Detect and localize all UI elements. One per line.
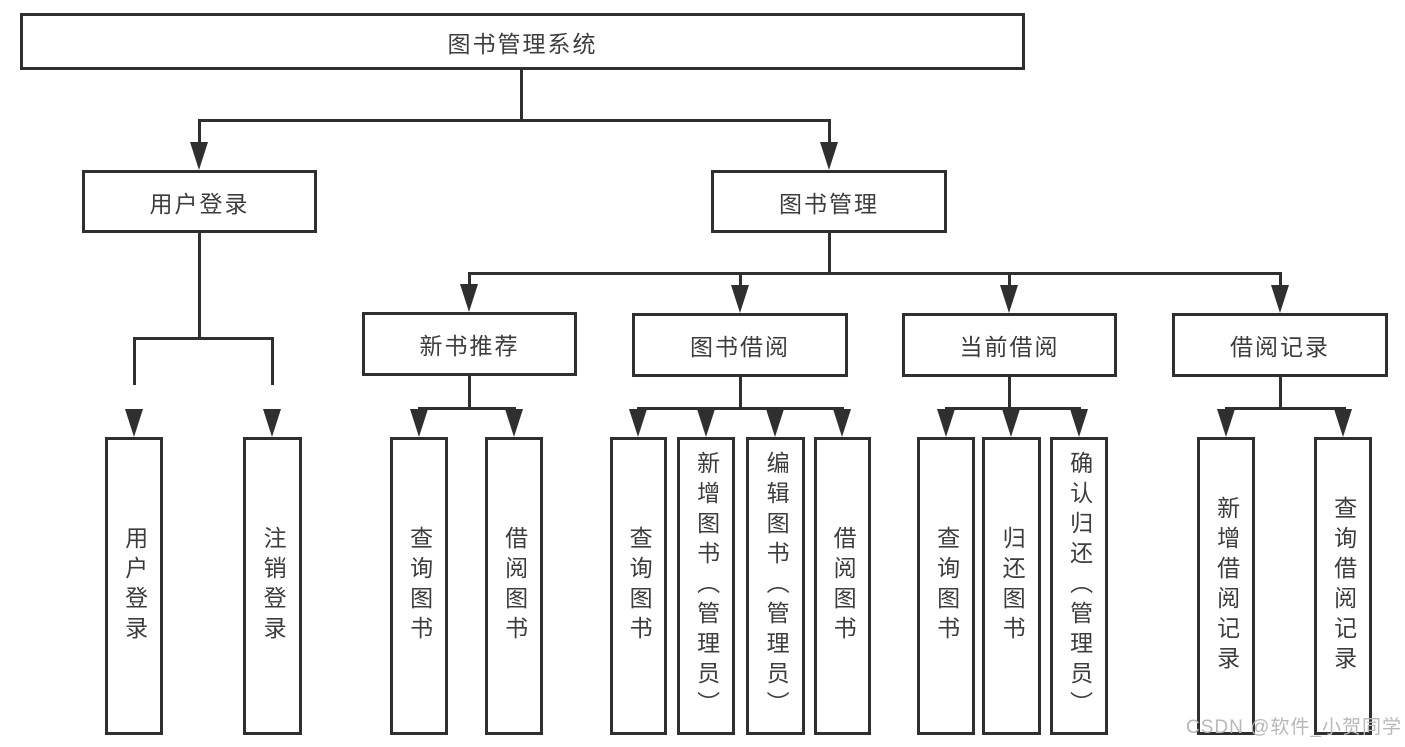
arrow-down-icon [190,142,208,170]
node-library-management-system-label: 图书管理系统 [447,30,598,57]
connector-level2-bar [198,119,831,122]
arrow-down-icon [833,409,851,437]
leaf-query-books-borrowing-label: 查询图书 [626,526,653,646]
leaf-confirm-return-admin: 确认归还（管理员） [1050,437,1108,735]
node-borrowing-records-label: 借阅记录 [1230,334,1330,360]
connector-drop-leaf [271,337,274,385]
leaf-add-borrow-record: 新增借阅记录 [1197,437,1255,735]
leaf-add-books-admin-label: 新增图书（管理员） [693,451,720,721]
arrow-down-icon [629,409,647,437]
leaf-user-login-label: 用户登录 [121,526,148,646]
node-book-management-label: 图书管理 [779,190,879,217]
connector-drop-module [1279,272,1282,286]
leaf-query-books-recommend: 查询图书 [390,437,448,735]
leaf-return-books-label: 归还图书 [999,526,1026,646]
connector-group-bar [637,407,844,410]
arrow-down-icon [697,409,715,437]
arrow-down-icon [820,142,838,170]
arrow-down-icon [1217,409,1235,437]
arrow-down-icon [1002,409,1020,437]
connector-group-stub [1008,375,1011,407]
node-library-management-system: 图书管理系统 [20,13,1025,70]
leaf-logout-label: 注销登录 [260,526,287,646]
node-current-borrowing: 当前借阅 [902,313,1117,377]
node-user-login-label: 用户登录 [149,190,250,217]
connector-drop-book-management [828,119,831,145]
arrow-down-icon [1334,409,1352,437]
connector-level3-bar [468,272,1282,275]
arrow-down-icon [766,409,784,437]
connector-book-management-stub [828,230,831,272]
leaf-borrow-books-label: 借阅图书 [830,526,857,646]
leaf-query-borrow-record-label: 查询借阅记录 [1330,496,1357,676]
node-user-login: 用户登录 [82,170,317,233]
connector-group-bar [1225,407,1346,410]
connector-group-stub [739,375,742,407]
node-current-borrowing-label: 当前借阅 [959,334,1060,360]
arrow-down-icon [1000,285,1018,313]
connector-root-stub [520,68,523,119]
node-new-book-recommendation: 新书推荐 [362,312,577,376]
connector-group-stub [468,374,471,407]
arrow-down-icon [1070,409,1088,437]
arrow-down-icon [505,409,523,437]
arrow-down-icon [460,284,478,312]
connector-drop-leaf [133,337,136,385]
arrow-down-icon [410,409,428,437]
leaf-add-books-admin: 新增图书（管理员） [677,437,735,735]
leaf-return-books: 归还图书 [982,437,1041,735]
connector-group-bar [418,407,516,410]
connector-drop-module [468,272,471,286]
leaf-borrow-books-recommend: 借阅图书 [485,437,543,735]
node-book-borrowing-label: 图书借阅 [690,334,790,360]
node-book-management: 图书管理 [711,170,947,233]
arrow-down-icon [263,409,281,437]
connector-user-login-bar [133,337,274,340]
connector-group-stub [1279,375,1282,407]
connector-drop-module [1008,272,1011,286]
csdn-watermark: CSDN @软件_小贺同学 [1186,717,1402,738]
arrow-down-icon [937,409,955,437]
leaf-borrow-books-recommend-label: 借阅图书 [501,526,528,646]
leaf-user-login: 用户登录 [105,437,163,735]
arrow-down-icon [125,409,143,437]
arrow-down-icon [731,285,749,313]
leaf-query-borrow-record: 查询借阅记录 [1314,437,1372,735]
connector-drop-user-login [198,119,201,145]
leaf-add-borrow-record-label: 新增借阅记录 [1213,496,1240,676]
connector-user-login-stub [198,230,201,337]
leaf-query-books-borrowing: 查询图书 [610,437,667,735]
leaf-query-books-recommend-label: 查询图书 [406,526,433,646]
leaf-query-books-current: 查询图书 [917,437,975,735]
leaf-borrow-books: 借阅图书 [814,437,871,735]
node-book-borrowing: 图书借阅 [632,313,848,377]
leaf-logout: 注销登录 [243,437,302,735]
leaf-edit-books-admin-label: 编辑图书（管理员） [763,451,790,721]
leaf-edit-books-admin: 编辑图书（管理员） [746,437,805,735]
leaf-query-books-current-label: 查询图书 [933,526,960,646]
connector-drop-module [739,272,742,286]
node-borrowing-records: 借阅记录 [1172,313,1388,377]
leaf-confirm-return-admin-label: 确认归还（管理员） [1066,451,1093,721]
connector-group-bar [945,407,1081,410]
arrow-down-icon [1271,285,1289,313]
node-new-book-recommendation-label: 新书推荐 [419,333,520,359]
